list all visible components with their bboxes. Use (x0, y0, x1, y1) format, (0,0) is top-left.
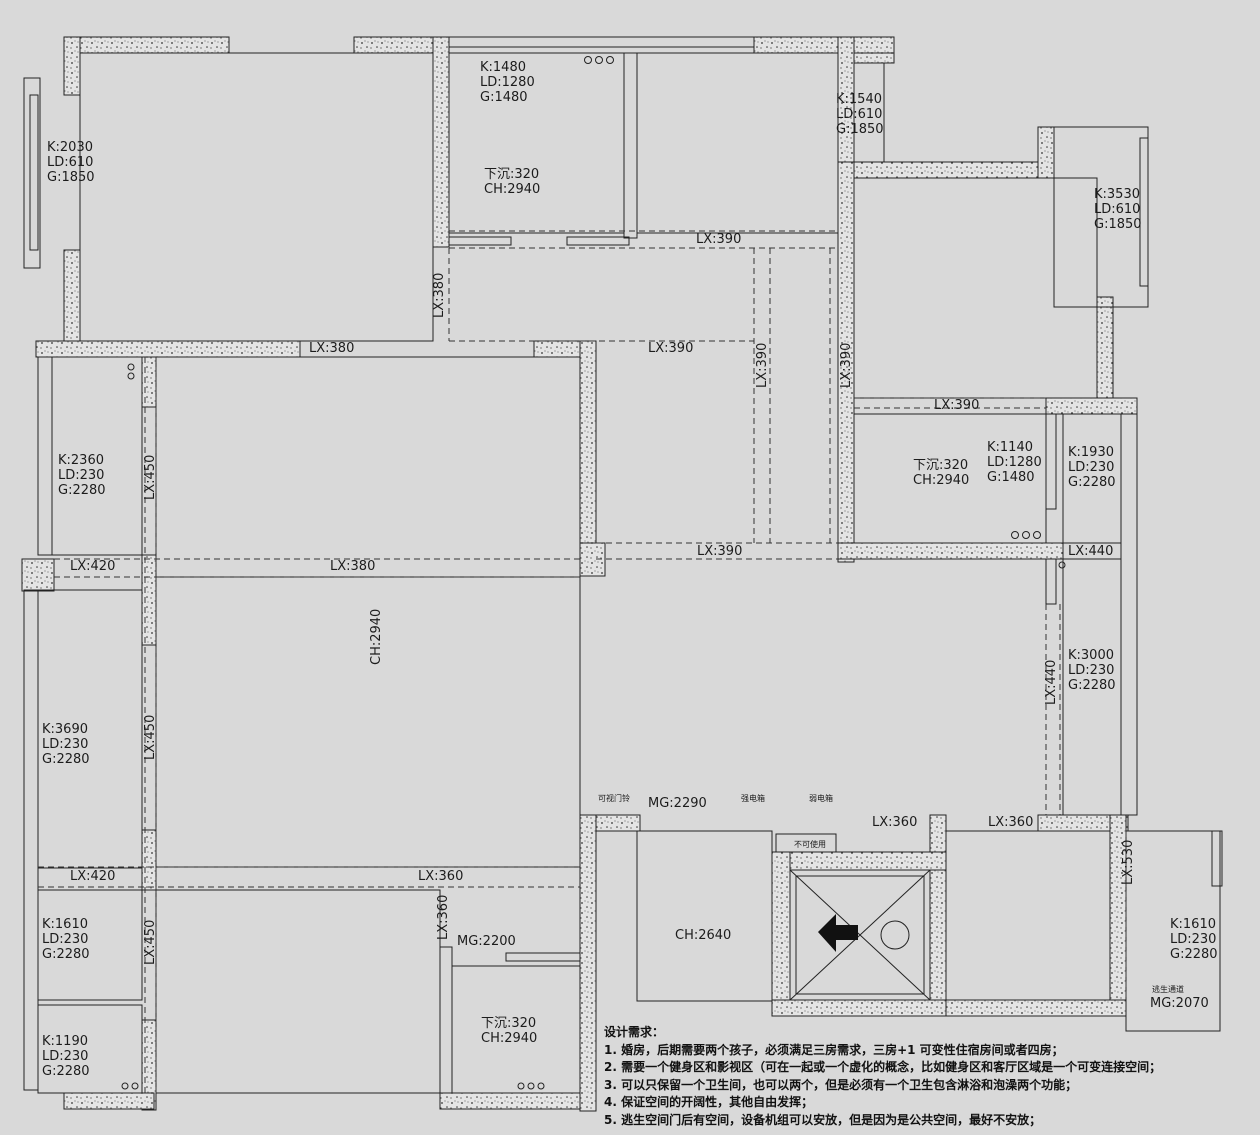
beam-label: LX:360 (418, 869, 464, 884)
beam-label: LX:450 (143, 454, 158, 500)
beam-label: LX:380 (432, 272, 447, 318)
note-item: 4. 保证空间的开阔性，其他自由发挥； (604, 1095, 814, 1109)
beam-label: LX:420 (70, 559, 116, 574)
design-requirements: 设计需求： 1. 婚房，后期需要两个孩子，必须满足三房需求，三房+1 可变性住宿… (604, 1024, 1161, 1129)
notes-title: 设计需求： (604, 1025, 665, 1039)
not-usable-label: 不可使用 (794, 840, 826, 849)
beam-label: LX:450 (143, 714, 158, 760)
strong-box-label: 强电箱 (741, 794, 765, 803)
beam-label: LX:390 (697, 544, 743, 559)
kitchen-height-label: CH:2640 (675, 928, 732, 943)
beam-label: LX:390 (755, 342, 770, 388)
beam-label: LX:390 (839, 342, 854, 388)
beam-label: LX:360 (872, 815, 918, 830)
beam-label: LX:360 (436, 894, 451, 940)
figure-icon (880, 920, 910, 950)
beam-label: LX:390 (696, 232, 742, 247)
beam-label: LX:530 (1121, 839, 1136, 885)
escape-door-label: MG:2070 (1150, 996, 1209, 1011)
note-item: 5. 逃生空间门后有空间，设备机组可以安放，但是因为是公共空间，最好不安放； (604, 1112, 1042, 1127)
beam-label: LX:380 (330, 559, 376, 574)
structural-walls (21, 36, 1138, 1112)
beam-label: LX:450 (143, 919, 158, 965)
beam-label: LX:390 (648, 341, 694, 356)
ceiling-height-label: CH:2940 (369, 608, 384, 665)
beam-label: LX:440 (1068, 544, 1114, 559)
weak-box-label: 弱电箱 (809, 794, 833, 803)
beam-label: LX:360 (988, 815, 1034, 830)
stair-arrow-icon (818, 914, 858, 952)
beam-label: LX:380 (309, 341, 355, 356)
main-door-label: MG:2290 (648, 796, 707, 811)
side-door-label: MG:2200 (457, 934, 516, 949)
beam-label: LX:420 (70, 869, 116, 884)
thin-walls (23, 36, 1223, 1094)
note-item: 3. 可以只保留一个卫生间，也可以两个，但是必须有一个卫生包含淋浴和泡澡两个功能… (604, 1077, 1078, 1092)
escape-label: 逃生通道 (1152, 985, 1184, 994)
beam-label: LX:390 (934, 398, 980, 413)
note-item: 1. 婚房，后期需要两个孩子，必须满足三房需求，三房+1 可变性住宿房间或者四房… (604, 1042, 1064, 1057)
note-item: 2. 需要一个健身区和影视区（可在一起或一个虚化的概念，比如健身区和客厅区域是一… (604, 1060, 1162, 1074)
beam-label: LX:440 (1044, 659, 1059, 705)
doorbell-label: 可视门铃 (598, 794, 630, 803)
beam-lines (38, 230, 1127, 1093)
